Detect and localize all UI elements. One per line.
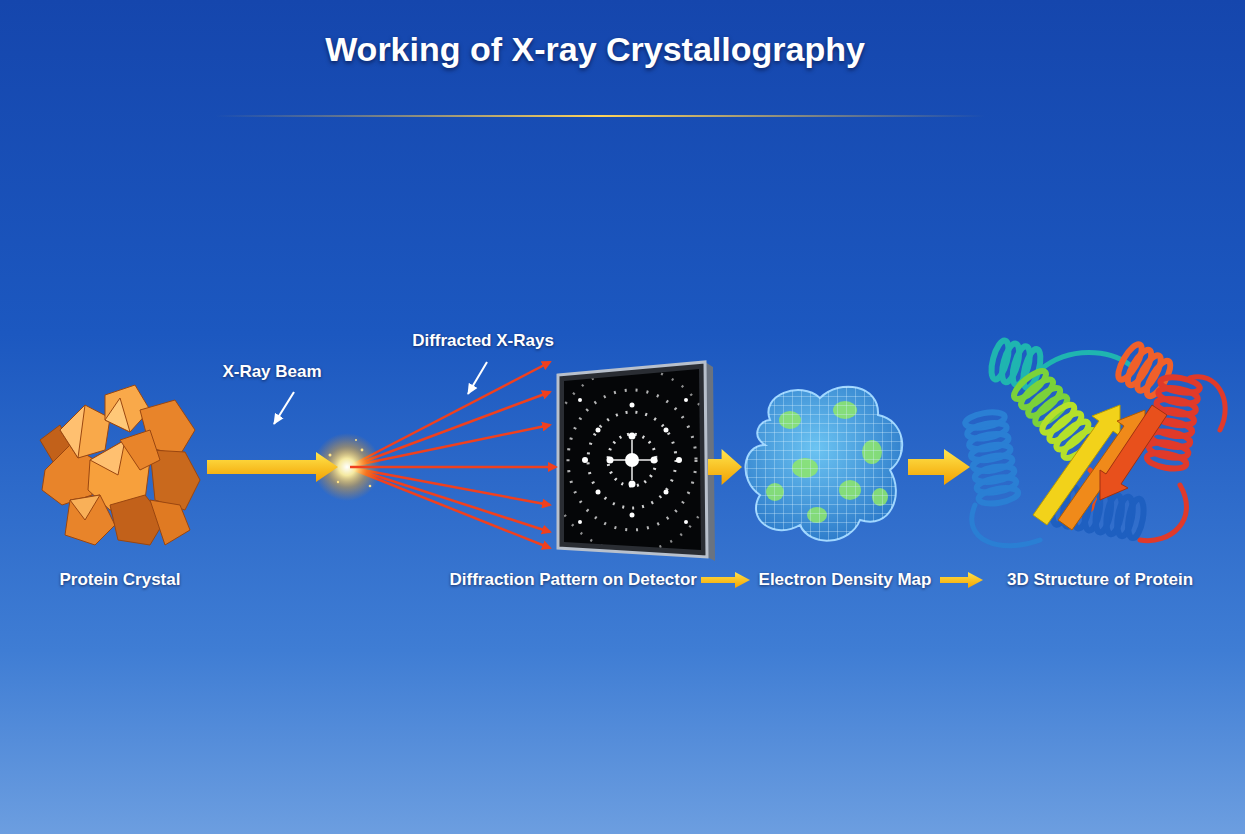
detector-screen (548, 362, 716, 561)
stage-caption: Protein Crystal (60, 570, 181, 590)
stage-node: Protein Crystal (35, 385, 207, 550)
stage-caption: Diffraction Pattern on Detector (450, 570, 697, 590)
crystal-illustration (40, 385, 200, 545)
flow-arrow-shape (908, 449, 970, 485)
protein-ribbon (964, 339, 1225, 546)
stage-node: Electron Density Map (742, 380, 908, 550)
diagram-title: Working of X-ray Crystallography (0, 30, 1190, 69)
stage-caption: Electron Density Map (759, 570, 932, 590)
density-map (745, 387, 902, 541)
callout-label: X-Ray Beam (222, 362, 321, 382)
title-underline (215, 115, 985, 117)
diffracted-rays (352, 362, 550, 548)
callout-label: Diffracted X-Rays (412, 331, 554, 351)
stage-node: Diffraction Pattern on Detector (558, 362, 708, 557)
stage-caption: 3D Structure of Protein (1007, 570, 1193, 590)
flow-arrow-shape (708, 449, 742, 485)
flow-arrow (908, 449, 970, 485)
beam-arrow (207, 452, 338, 482)
beam-ray (350, 466, 550, 469)
xray-beam (207, 452, 558, 482)
flow-arrow (708, 449, 742, 485)
beam-head (548, 462, 558, 472)
stage-node: 3D Structure of Protein (970, 345, 1228, 560)
